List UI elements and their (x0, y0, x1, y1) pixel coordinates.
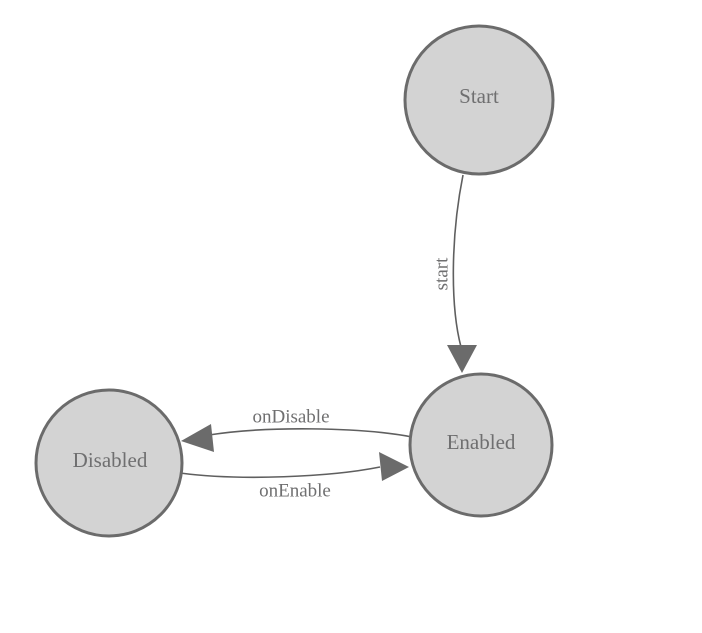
edge-disabled-to-enabled-path (179, 466, 381, 479)
edge-disabled-to-enabled-arrowhead (379, 452, 409, 481)
edge-enabled-to-disabled[interactable]: onDisable (181, 406, 413, 452)
edge-enabled-to-disabled-path (208, 428, 413, 438)
state-node-start-label: Start (459, 84, 499, 108)
state-node-disabled-circle (34, 388, 184, 538)
edge-label-onenable: onEnable (259, 480, 331, 501)
edge-label-start: start (431, 257, 452, 290)
state-node-disabled-label: Disabled (73, 448, 148, 472)
state-node-enabled[interactable]: Enabled (408, 372, 554, 518)
edge-enabled-to-disabled-arrowhead (181, 424, 214, 452)
state-node-disabled[interactable]: Disabled (34, 388, 184, 538)
edge-start-to-enabled[interactable]: start (431, 174, 477, 373)
state-node-start[interactable]: Start (403, 24, 555, 176)
edge-label-ondisable: onDisable (252, 406, 329, 427)
edge-start-to-enabled-arrowhead (447, 345, 477, 373)
state-node-start-circle (403, 24, 555, 176)
state-node-enabled-label: Enabled (447, 430, 516, 454)
state-node-enabled-circle (408, 372, 554, 518)
edge-start-to-enabled-path (452, 174, 464, 348)
edge-disabled-to-enabled[interactable]: onEnable (179, 452, 409, 501)
